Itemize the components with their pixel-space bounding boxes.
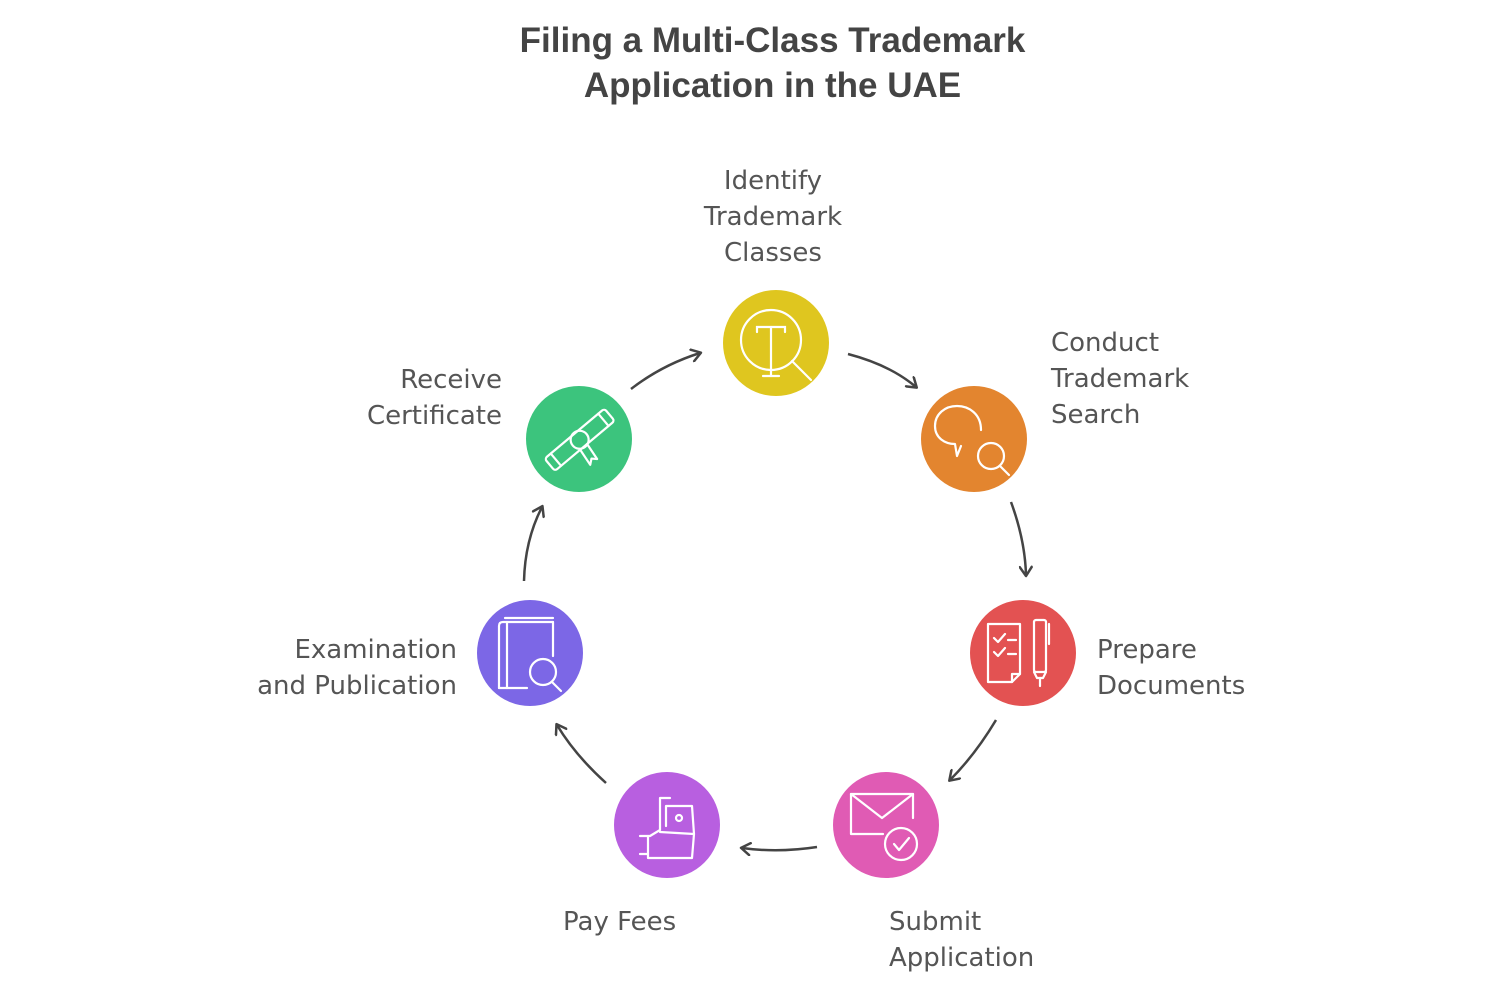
arrow-prepare-to-submit (950, 719, 998, 780)
label-line: Identify (723, 166, 823, 196)
label-line: Classes (724, 238, 822, 268)
label-line: Application (889, 943, 1035, 973)
label-identify-trademark-classes: Identify Trademark Classes (700, 163, 846, 271)
label-line: Pay Fees (563, 907, 677, 937)
label-receive-certificate: Receive Certificate (365, 362, 502, 434)
label-line: Receive (400, 365, 502, 395)
step-node-search[interactable] (921, 386, 1027, 492)
label-submit-application: Submit Application (889, 904, 1034, 976)
title-line-2: Application in the UAE (583, 66, 962, 105)
book-search-icon (497, 616, 563, 693)
label-line: Documents (1097, 671, 1246, 701)
label-line: Search (1051, 400, 1141, 430)
arrow-exam-to-certificate (522, 507, 542, 582)
hand-money-icon (638, 796, 696, 860)
arrow-pay-to-exam (557, 725, 607, 784)
label-prepare-documents: Prepare Documents (1097, 632, 1245, 704)
label-conduct-trademark-search: Conduct Trademark Search (1051, 325, 1189, 433)
label-line: Certificate (366, 401, 502, 431)
title-line-1: Filing a Multi-Class Trademark (519, 21, 1026, 60)
arrow-identify-to-search (847, 352, 916, 387)
label-examination-publication: Examination and Publication (250, 632, 457, 704)
diploma-icon (544, 408, 615, 471)
arrow-submit-to-pay (742, 847, 818, 850)
envelope-check-icon (849, 792, 919, 862)
step-node-identify[interactable] (723, 290, 829, 396)
label-line: and Publication (257, 671, 457, 701)
label-pay-fees: Pay Fees (563, 904, 676, 940)
trademark-search-icon (739, 308, 813, 382)
step-node-submit[interactable] (833, 772, 939, 878)
label-line: Trademark (1051, 364, 1190, 394)
speech-bubble-search-icon (933, 404, 1011, 477)
label-line: Examination (294, 635, 457, 665)
step-node-prepare[interactable] (970, 600, 1076, 706)
arrow-certificate-to-identify (630, 353, 700, 390)
step-node-certificate[interactable] (526, 386, 632, 492)
step-node-pay[interactable] (614, 772, 720, 878)
arrow-search-to-prepare (1009, 501, 1026, 575)
label-line: Trademark (703, 202, 843, 232)
label-line: Prepare (1097, 635, 1197, 665)
checklist-pen-icon (986, 618, 1051, 688)
label-line: Conduct (1051, 328, 1160, 358)
step-node-exam[interactable] (477, 600, 583, 706)
diagram-title: Filing a Multi-Class Trademark Applicati… (0, 18, 1500, 108)
label-line: Submit (889, 907, 982, 937)
